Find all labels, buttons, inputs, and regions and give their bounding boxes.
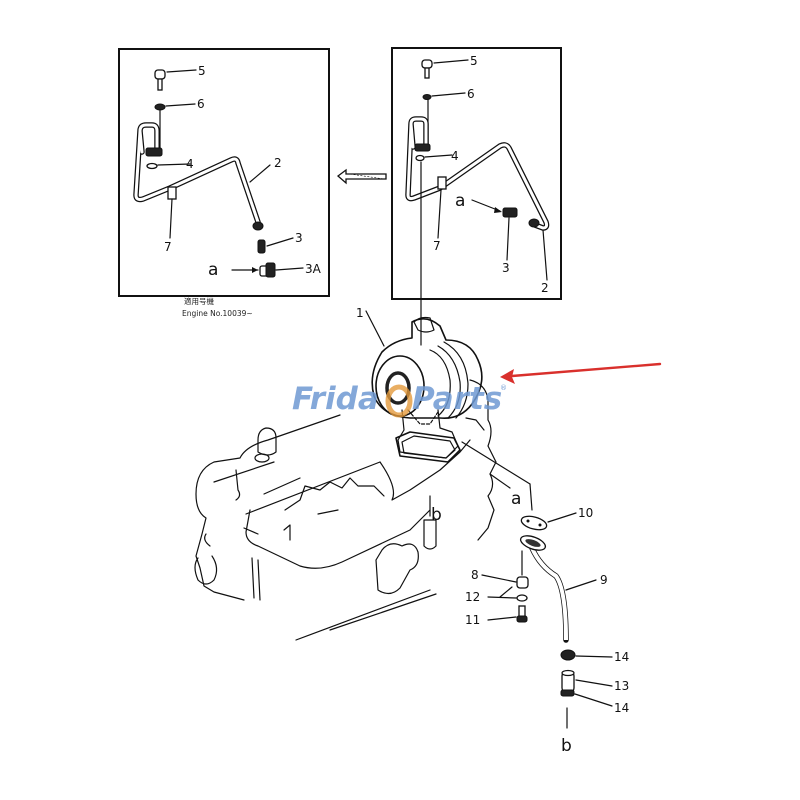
- callout-left-5: 5: [198, 64, 206, 78]
- red-pointer-arrow-icon: [500, 362, 662, 384]
- callout-main-a: a: [511, 489, 521, 509]
- callout-left-7: 7: [164, 240, 172, 254]
- nut-8-icon: [516, 576, 529, 589]
- gasket-10-icon: [520, 515, 548, 531]
- engine-assembly: b 1 a 10: [194, 306, 629, 756]
- registered-mark: ®: [500, 384, 507, 392]
- callout-main-b-top: b: [431, 505, 442, 525]
- caption-cjk: 適用号機: [184, 296, 214, 306]
- connector-13-icon: [560, 669, 575, 697]
- callout-left-6: 6: [197, 97, 205, 111]
- callout-right-2: 2: [541, 281, 549, 295]
- washer-6-icon: [422, 94, 432, 100]
- callout-main-14-top: 14: [614, 650, 629, 664]
- hollow-left-arrow-icon: [336, 168, 387, 185]
- callout-left-2: 2: [274, 156, 282, 170]
- callout-left-4: 4: [186, 157, 194, 171]
- callout-right-5: 5: [470, 54, 478, 68]
- bolt-5-icon: [154, 69, 166, 91]
- inset-left: 5 6 4 2 7 3 a 3A 適用号機: [118, 48, 330, 318]
- bolt-11-icon: [516, 605, 528, 623]
- inset-left-frame: [118, 48, 330, 297]
- banjo-fitting-icon: [414, 143, 431, 152]
- inset-right: 5 6 4 7 a 3 2: [391, 47, 562, 346]
- elbow-3A-icon: [259, 262, 276, 278]
- callout-left-3A: 3A: [305, 262, 322, 276]
- callout-right-7: 7: [433, 239, 441, 253]
- callout-main-14-bottom: 14: [614, 701, 629, 715]
- callout-main-13: 13: [614, 679, 629, 693]
- callout-main-11: 11: [465, 613, 480, 627]
- pipe-end-nut-icon: [528, 218, 540, 228]
- drain-tube-9-icon: [519, 535, 569, 643]
- callout-main-12: 12: [465, 590, 480, 604]
- callout-right-4: 4: [451, 149, 459, 163]
- bolt-5-icon: [421, 59, 433, 79]
- clamp-7-icon: [167, 186, 177, 200]
- pipe-end-nut-icon: [252, 221, 264, 231]
- caption-engine-no: Engine No.10039~: [182, 309, 253, 318]
- nut-14-icon: [560, 649, 576, 661]
- callout-main-b-bottom: b: [561, 736, 572, 756]
- callout-main-10: 10: [578, 506, 593, 520]
- callout-main-1: 1: [356, 306, 364, 320]
- callout-right-6: 6: [467, 87, 475, 101]
- connector-3-icon: [502, 207, 518, 218]
- washer-6-icon: [154, 103, 166, 111]
- inset-right-frame: [391, 47, 562, 300]
- gasket-4-icon: [415, 154, 425, 162]
- callout-left-3: 3: [295, 231, 303, 245]
- watermark-text-left: Frida: [292, 381, 379, 417]
- washer-12-icon: [516, 594, 528, 602]
- callout-right-3: 3: [502, 261, 510, 275]
- callout-main-9: 9: [600, 573, 608, 587]
- callout-left-a: a: [208, 260, 218, 280]
- gasket-4-icon: [146, 162, 158, 170]
- connector-3-icon: [257, 239, 266, 254]
- watermark-swoosh-icon: [385, 384, 413, 418]
- callout-right-a: a: [455, 191, 465, 211]
- watermark-text-right: Parts: [412, 381, 502, 417]
- callout-main-8: 8: [471, 568, 479, 582]
- clamp-7-icon: [437, 176, 447, 190]
- watermark-logo: Frida Parts ®: [292, 381, 507, 418]
- banjo-fitting-icon: [145, 147, 163, 157]
